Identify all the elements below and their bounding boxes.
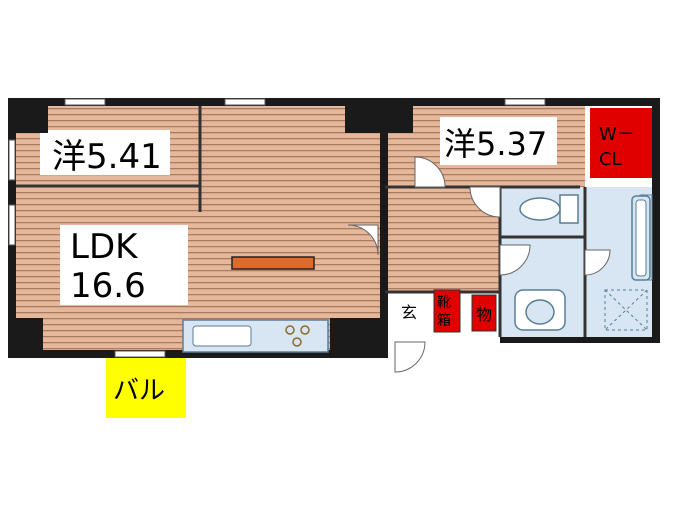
western-room-1-label-bg bbox=[40, 130, 170, 175]
window bbox=[64, 98, 106, 106]
balcony-fill bbox=[106, 358, 186, 418]
wall bbox=[8, 98, 386, 106]
window bbox=[8, 139, 16, 181]
toilet-icon bbox=[519, 194, 579, 224]
window bbox=[8, 204, 16, 246]
doors bbox=[347, 156, 611, 373]
wall bbox=[380, 98, 388, 358]
wcl-label-line1: W－ bbox=[599, 124, 635, 145]
window bbox=[114, 350, 166, 358]
door bbox=[347, 224, 379, 256]
sink bbox=[192, 325, 252, 347]
entrance-label-bg bbox=[398, 300, 422, 322]
wall-pillar bbox=[385, 98, 413, 133]
kitchen-counter bbox=[182, 319, 329, 353]
wall bbox=[8, 350, 386, 358]
wcl-label-line2: CL bbox=[599, 149, 622, 170]
balcony-label: バル bbox=[113, 376, 165, 406]
western-room-2-label-bg bbox=[440, 117, 557, 165]
western-room-1-label: 洋5.41 bbox=[52, 137, 162, 177]
windows bbox=[8, 98, 546, 358]
washbasin-icon bbox=[514, 289, 566, 331]
door bbox=[414, 156, 446, 188]
shoe-box bbox=[433, 289, 461, 333]
door bbox=[394, 341, 426, 373]
door bbox=[469, 186, 501, 218]
washer-space-icon bbox=[604, 289, 648, 331]
shoe-box-label-line2: 箱 bbox=[437, 313, 451, 329]
window bbox=[224, 98, 266, 106]
storage-box bbox=[471, 294, 497, 332]
wall-pillar bbox=[8, 98, 48, 133]
wall-pillar bbox=[345, 98, 388, 133]
burner-icon bbox=[292, 337, 302, 347]
ldk-size: 16.6 bbox=[70, 266, 146, 306]
door bbox=[584, 249, 611, 276]
wall bbox=[652, 98, 660, 343]
walk-in-closet bbox=[590, 108, 652, 178]
ldk-label-bg bbox=[60, 225, 188, 305]
burner-icon bbox=[285, 325, 295, 335]
ldk-label: LDK bbox=[70, 227, 139, 267]
counter-bar bbox=[231, 256, 315, 270]
storage-label: 物 bbox=[476, 305, 492, 324]
window bbox=[504, 98, 546, 106]
burner-icon bbox=[300, 325, 310, 335]
wall bbox=[500, 337, 660, 343]
wall-pillar bbox=[330, 318, 388, 358]
entrance-label: 玄 bbox=[401, 303, 417, 322]
wall-pillar bbox=[8, 318, 43, 358]
door bbox=[499, 244, 531, 276]
shoe-box-label-line1: 靴 bbox=[437, 295, 451, 311]
bathtub-icon bbox=[631, 195, 651, 281]
western-room-2-label: 洋5.37 bbox=[444, 125, 547, 163]
